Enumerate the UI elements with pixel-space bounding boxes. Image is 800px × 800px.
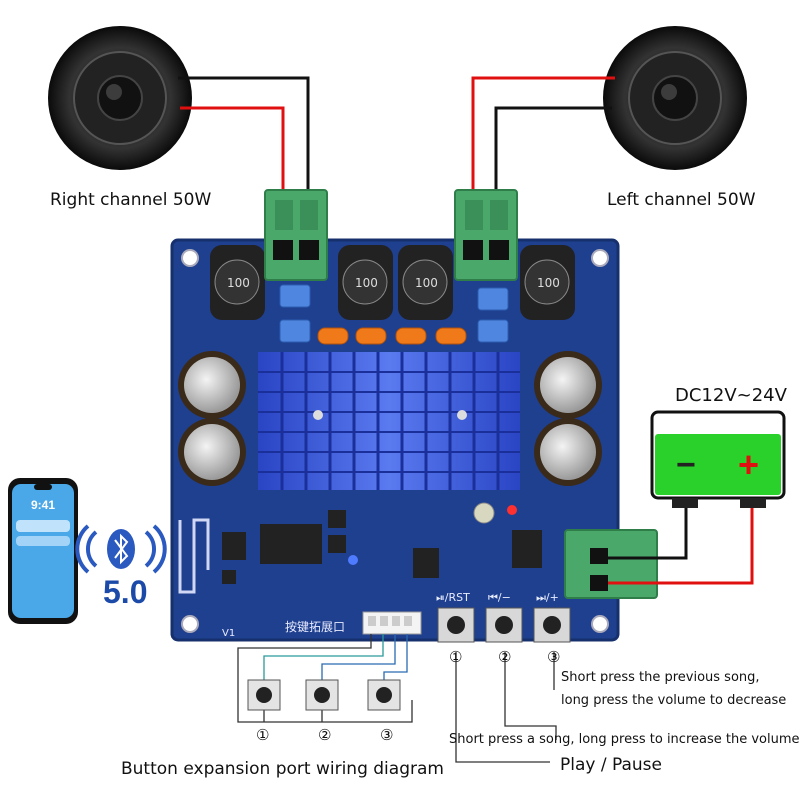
diagram-btn-number-3: ③ [380, 726, 394, 744]
board-btn-number-1: ① [449, 648, 463, 666]
speaker-wires [178, 76, 615, 245]
inductor-value-3: 100 [415, 276, 438, 290]
phone-time: 9:41 [31, 498, 56, 512]
power-label: DC12V~24V [675, 385, 787, 406]
right-speaker-icon [48, 26, 192, 170]
crystal [473, 502, 495, 524]
btn-next-silkscreen: ⏭/+ [536, 591, 559, 604]
bluetooth-version-label: 5.0 [103, 574, 148, 610]
left-speaker-terminal [454, 189, 518, 281]
battery-plus-label: + [738, 444, 760, 485]
film-capacitors [279, 284, 509, 343]
board-btn-number-3: ③ [547, 648, 561, 666]
left-speaker-icon [603, 26, 747, 170]
smartphone-icon [8, 478, 78, 624]
bluetooth-icon [75, 524, 167, 574]
power-wire-black [608, 508, 688, 560]
ceramic-capacitors [317, 327, 467, 345]
electrolytic-capacitors [178, 351, 602, 486]
desc-button-1: Play / Pause [560, 755, 662, 775]
blue-led [348, 555, 358, 565]
board-btn-number-2: ② [498, 648, 512, 666]
board-version-label: V1 [222, 628, 236, 639]
inductor-value-1: 100 [227, 276, 250, 290]
right-channel-label: Right channel 50W [50, 190, 212, 210]
ics [222, 510, 542, 584]
inductors [210, 245, 575, 320]
diagram-btn-number-1: ① [256, 726, 270, 744]
power-terminal [564, 529, 658, 599]
diagram-btn-number-2: ② [318, 726, 332, 744]
right-speaker-terminal [264, 189, 328, 281]
left-channel-label: Left channel 50W [607, 190, 756, 210]
battery-minus-label: − [676, 446, 696, 484]
wiring-lines [237, 634, 557, 763]
btn-prev-silkscreen: ⏮/− [488, 591, 511, 604]
inductor-value-2: 100 [355, 276, 378, 290]
inductor-value-4: 100 [537, 276, 560, 290]
push-button-icon [247, 679, 401, 711]
wiring-diagram-title: Button expansion port wiring diagram [121, 759, 444, 779]
board-push-buttons [437, 607, 571, 643]
red-led [507, 505, 517, 515]
expansion-port [362, 611, 422, 635]
desc-button-2: Short press a song, long press to increa… [449, 732, 800, 747]
btn-play-silkscreen: ⏯/RST [436, 591, 470, 604]
port-silkscreen-label: 按键拓展口 [285, 620, 346, 634]
desc-button-3-line2: long press the volume to decrease [561, 693, 787, 708]
battery-icon [650, 410, 786, 508]
heatsink [258, 352, 520, 490]
power-wire-red [608, 508, 754, 585]
desc-button-3-line1: Short press the previous song, [561, 670, 760, 685]
bluetooth-antenna [178, 518, 210, 594]
